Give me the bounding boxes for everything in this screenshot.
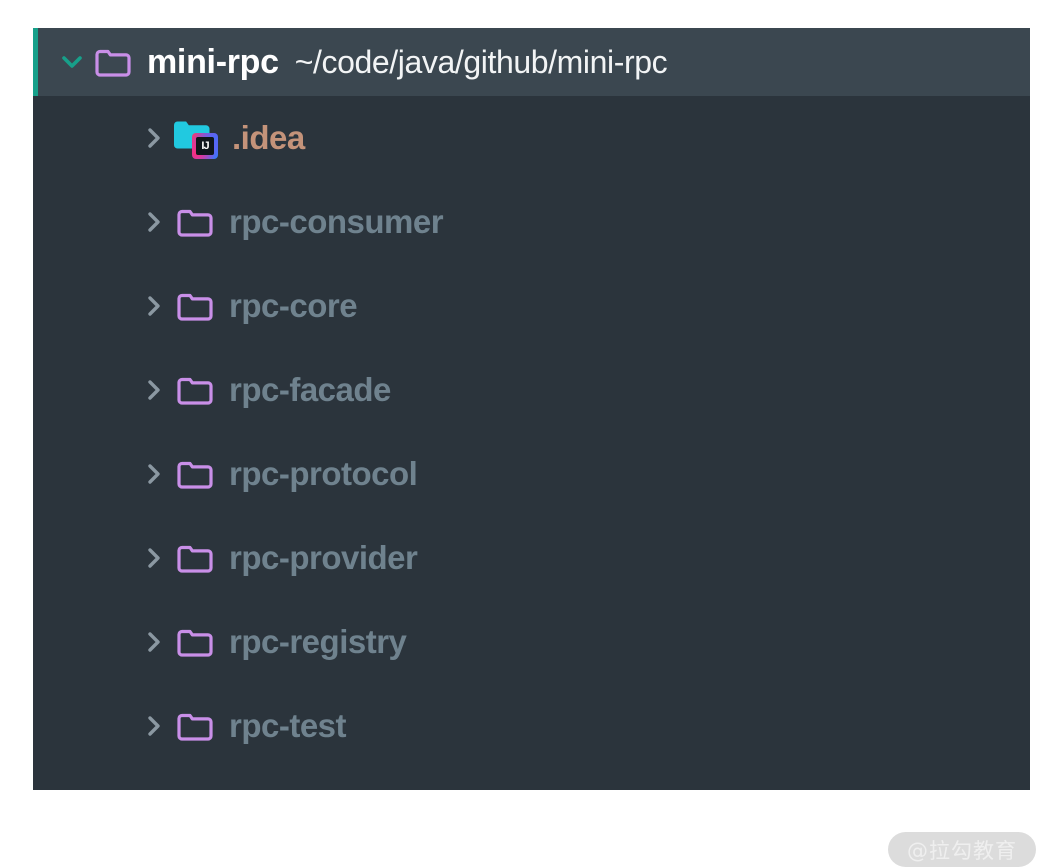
- tree-node-rpc-core[interactable]: rpc-core: [33, 264, 1030, 348]
- chevron-right-icon[interactable]: [137, 460, 171, 488]
- folder-icon: [93, 46, 133, 78]
- chevron-right-icon[interactable]: [137, 376, 171, 404]
- folder-icon: [175, 626, 215, 658]
- watermark-label: @拉勾教育: [907, 838, 1017, 863]
- project-tool-window[interactable]: mini-rpc ~/code/java/github/mini-rpc IJ …: [33, 28, 1030, 790]
- intellij-idea-badge: IJ: [192, 133, 218, 159]
- tree-node-label: rpc-consumer: [229, 203, 444, 240]
- folder-icon: [175, 206, 215, 238]
- tree-node-label: rpc-registry: [229, 623, 407, 660]
- watermark: @拉勾教育: [888, 832, 1036, 867]
- tree-node-idea[interactable]: IJ .idea: [33, 96, 1030, 180]
- chevron-right-icon[interactable]: [137, 292, 171, 320]
- tree-node-label: rpc-core: [229, 287, 358, 324]
- folder-icon: [175, 542, 215, 574]
- selection-indicator-bar: [33, 28, 38, 96]
- chevron-right-icon[interactable]: [137, 124, 171, 152]
- tree-node-label: .idea: [232, 119, 305, 156]
- tree-node-label: rpc-protocol: [229, 455, 418, 492]
- tree-node-rpc-test[interactable]: rpc-test: [33, 684, 1030, 768]
- folder-icon: [175, 710, 215, 742]
- folder-icon: [175, 458, 215, 490]
- chevron-right-icon[interactable]: [137, 544, 171, 572]
- folder-icon: [175, 374, 215, 406]
- tree-node-label: rpc-facade: [229, 371, 391, 408]
- project-path: ~/code/java/github/mini-rpc: [294, 43, 668, 80]
- tree-node-root[interactable]: mini-rpc ~/code/java/github/mini-rpc: [33, 28, 1030, 96]
- intellij-idea-folder-icon: IJ: [172, 118, 218, 159]
- tree-node-rpc-facade[interactable]: rpc-facade: [33, 348, 1030, 432]
- chevron-right-icon[interactable]: [137, 628, 171, 656]
- page-title: mini-rpc: [147, 42, 279, 81]
- tree-node-rpc-consumer[interactable]: rpc-consumer: [33, 180, 1030, 264]
- tree-node-rpc-registry[interactable]: rpc-registry: [33, 600, 1030, 684]
- chevron-right-icon[interactable]: [137, 712, 171, 740]
- tree-node-label: rpc-test: [229, 707, 347, 744]
- folder-icon: [175, 290, 215, 322]
- chevron-right-icon[interactable]: [137, 208, 171, 236]
- chevron-down-icon[interactable]: [55, 47, 89, 77]
- tree-node-rpc-protocol[interactable]: rpc-protocol: [33, 432, 1030, 516]
- tree-node-rpc-provider[interactable]: rpc-provider: [33, 516, 1030, 600]
- tree-node-label: rpc-provider: [229, 539, 418, 576]
- intellij-idea-badge-label: IJ: [201, 139, 209, 152]
